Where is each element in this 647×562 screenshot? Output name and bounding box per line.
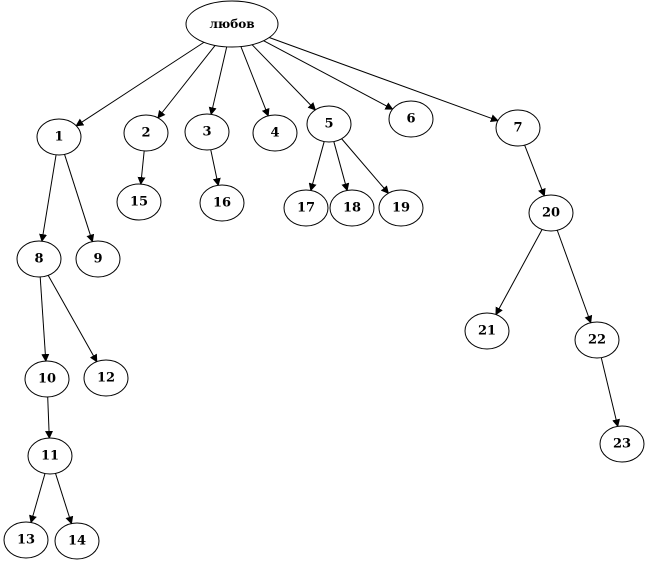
edge-n1-to-n8 [39,154,57,243]
node-label-n22: 22 [588,333,606,348]
node-n18: 18 [329,189,375,227]
node-n4: 4 [252,114,298,152]
node-ellipse-n3 [184,113,230,151]
edge-root-to-n3 [208,46,228,116]
edge-n22-to-n23 [600,357,621,428]
node-label-n4: 4 [270,126,279,141]
edge-n8-to-n10 [39,276,50,363]
node-n9: 9 [75,240,121,278]
edge-n3-to-n16 [210,149,221,187]
node-ellipse-n11 [27,437,73,475]
node-n17: 17 [283,189,329,227]
node-label-n6: 6 [406,112,415,127]
node-ellipse-n6 [388,100,434,138]
node-label-n21: 21 [478,324,496,339]
node-n6: 6 [388,100,434,138]
node-label-n10: 10 [38,372,56,387]
edge-root-to-n4 [240,46,270,117]
edge-root-to-n7 [269,37,499,123]
node-label-n17: 17 [297,201,315,216]
node-ellipse-n21 [464,312,510,350]
node-ellipse-n16 [199,184,245,222]
node-label-n11: 11 [41,449,59,464]
node-label-n1: 1 [54,130,63,145]
edges-layer [29,37,621,525]
node-label-n15: 15 [130,195,148,210]
node-ellipse-n18 [329,189,375,227]
node-n20: 20 [528,194,574,232]
node-n1: 1 [36,118,82,156]
node-n23: 23 [599,425,645,463]
node-ellipse-n14 [54,522,100,560]
node-label-n7: 7 [513,121,522,136]
node-ellipse-n19 [378,189,424,227]
edge-root-to-n6 [263,40,394,110]
node-ellipse-n15 [116,183,162,221]
edge-n8-to-n12 [47,275,98,363]
node-label-n8: 8 [34,252,43,267]
node-n10: 10 [24,360,70,398]
edge-n5-to-n18 [333,141,350,192]
edge-root-to-n5 [251,44,317,111]
node-label-root: любов [209,17,254,31]
edge-n20-to-n22 [556,230,593,324]
node-ellipse-n12 [83,359,129,397]
edge-n7-to-n20 [524,144,546,197]
node-n21: 21 [464,312,510,350]
node-label-n9: 9 [93,252,102,267]
edge-root-to-n1 [75,41,205,127]
node-ellipse-n17 [283,189,329,227]
node-n22: 22 [574,321,620,359]
edge-n11-to-n14 [55,473,74,525]
node-ellipse-n9 [75,240,121,278]
edge-n1-to-n9 [64,154,95,243]
node-ellipse-n1 [36,118,82,156]
node-n8: 8 [16,240,62,278]
node-label-n12: 12 [97,371,115,386]
node-ellipse-n4 [252,114,298,152]
node-n19: 19 [378,189,424,227]
node-ellipse-n8 [16,240,62,278]
node-label-n16: 16 [213,196,231,211]
node-label-n14: 14 [68,534,86,549]
node-label-n2: 2 [141,126,150,141]
node-label-n23: 23 [613,437,631,452]
node-ellipse-n20 [528,194,574,232]
edge-n11-to-n13 [29,473,46,524]
node-n14: 14 [54,522,100,560]
node-label-n18: 18 [343,201,361,216]
node-n12: 12 [83,359,129,397]
node-n13: 13 [3,521,49,559]
node-label-n13: 13 [17,533,35,548]
edge-n10-to-n11 [45,396,54,440]
node-label-n3: 3 [202,125,211,140]
node-n5: 5 [306,105,352,143]
node-n11: 11 [27,437,73,475]
node-ellipse-n23 [599,425,645,463]
node-ellipse-root [185,0,279,48]
node-n7: 7 [495,109,541,147]
node-n15: 15 [116,183,162,221]
node-ellipse-n7 [495,109,541,147]
node-ellipse-n10 [24,360,70,398]
node-ellipse-n22 [574,321,620,359]
edge-n5-to-n17 [308,141,325,192]
node-ellipse-n2 [123,114,169,152]
node-n2: 2 [123,114,169,152]
node-ellipse-n13 [3,521,49,559]
node-ellipse-n5 [306,105,352,143]
edge-n2-to-n15 [137,150,146,186]
edge-root-to-n2 [157,45,216,119]
node-n3: 3 [184,113,230,151]
node-label-n20: 20 [542,206,560,221]
node-n16: 16 [199,184,245,222]
node-label-n19: 19 [392,201,410,216]
node-label-n5: 5 [324,117,333,132]
node-root: любов [185,0,279,48]
edge-n20-to-n21 [495,229,543,316]
edge-n5-to-n19 [341,138,390,195]
